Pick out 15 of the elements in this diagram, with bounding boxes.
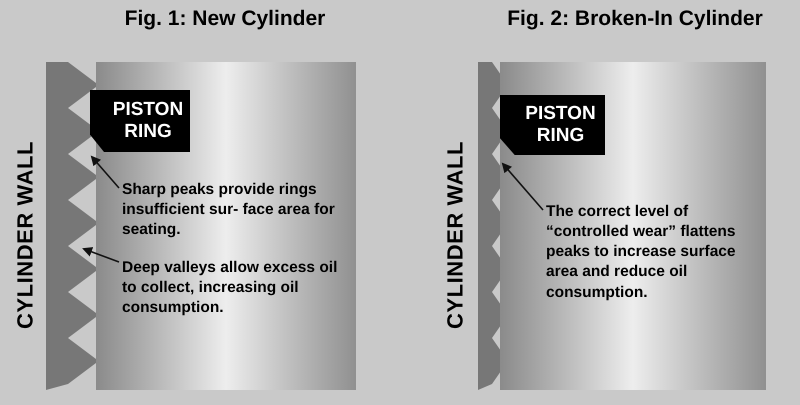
figure-heading: Fig. 2: Broken-In Cylinder — [506, 6, 764, 32]
figure-heading: Fig. 1: New Cylinder — [124, 6, 326, 32]
cylinder-block — [500, 62, 766, 390]
callout-text: Sharp peaks provide rings insufficient sur- face area for seating. — [122, 180, 342, 240]
cylinder-wall-drawing — [478, 62, 501, 390]
piston-ring: PISTON RING — [500, 95, 605, 155]
callout-text: Deep valleys allow excess oil to collect, increasing oil consumption. — [122, 258, 346, 318]
piston-ring: PISTON RING — [90, 90, 190, 152]
cylinder-wall-drawing — [46, 62, 96, 390]
leader-arrow — [90, 156, 120, 189]
wall-label: CYLINDER WALL — [12, 140, 38, 330]
leader-arrow — [502, 162, 544, 211]
wall-label: CYLINDER WALL — [442, 140, 468, 330]
leader-arrow — [82, 247, 120, 263]
callout-text: The correct level of “controlled wear” flattens peaks to increase surface area and reduce oil consumption. — [546, 202, 746, 303]
